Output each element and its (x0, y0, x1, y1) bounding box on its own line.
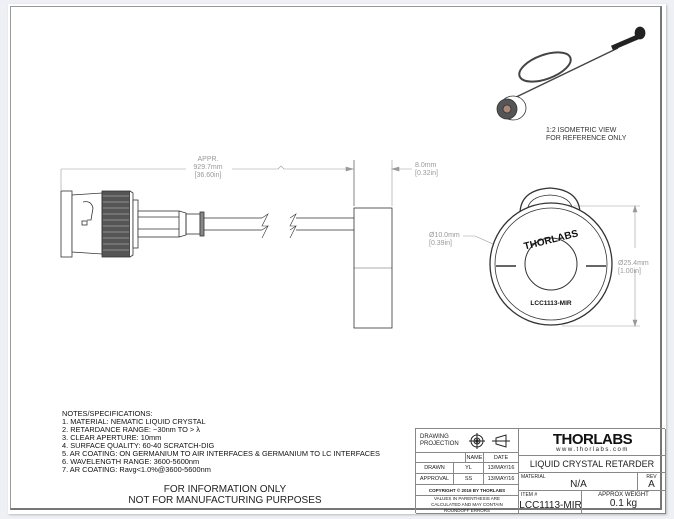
material-cell: MATERIAL N/A (519, 473, 638, 491)
note-item: 1. MATERIAL: NEMATIC LIQUID CRYSTAL (62, 417, 206, 426)
projection-label: DRAWING PROJECTION (420, 434, 459, 447)
aperture-in: [0.39in] (429, 240, 452, 247)
blank-header (416, 453, 466, 463)
name-header: NAME (466, 453, 484, 463)
material-value: N/A (570, 479, 587, 490)
approval-date: 13/MAY/16 (484, 474, 519, 485)
approval-label: APPROVAL (416, 474, 454, 485)
thickness-mm: 8.0mm (415, 162, 437, 169)
isometric-label: 1:2 ISOMETRIC VIEW FOR REFERENCE ONLY (546, 127, 626, 143)
isometric-line2: FOR REFERENCE ONLY (546, 135, 627, 142)
disclaimer-line2: NOT FOR MANUFACTURING PURPOSES (128, 495, 322, 506)
third-angle-projection-icon (469, 433, 510, 449)
drawn-name: YL (454, 463, 484, 474)
length-in: [36.60in] (194, 172, 222, 179)
diameter-dimension: Ø25.4mm [1.00in] (618, 260, 649, 276)
weight-cell: APPROX WEIGHT 0.1 kg (582, 491, 666, 514)
thickness-dimension: 8.0mm [0.32in] (415, 162, 438, 178)
drawing-title: LIQUID CRYSTAL RETARDER (519, 456, 666, 473)
title-block: DRAWING PROJECTION NAME DATE DRAWN YL 13… (415, 428, 666, 514)
disclaimer: FOR INFORMATION ONLY NOT FOR MANUFACTURI… (100, 484, 350, 506)
weight-value: 0.1 kg (609, 498, 638, 509)
note-item: 3. CLEAR APERTURE: 10mm (62, 433, 162, 442)
website: www.thorlabs.com (556, 447, 629, 453)
bnc-connector-side-view (60, 190, 393, 329)
note-item: 7. AR COATING: Ravg<1.0%@3600-5600nm (62, 465, 211, 474)
drawn-date: 13/MAY/16 (484, 463, 519, 474)
note-item: 2. RETARDANCE RANGE: ~30nm TO > λ (62, 425, 200, 434)
approval-name: SS (454, 474, 484, 485)
projection-cell: DRAWING PROJECTION (416, 429, 519, 453)
values-note: VALUES IN PARENTHESIS ARE CALCULATED AND… (416, 496, 519, 514)
note-item: 4. SURFACE QUALITY: 60-40 SCRATCH-DIG (62, 441, 215, 450)
date-header: DATE (484, 453, 519, 463)
rev-value: A (648, 479, 655, 490)
length-label: APPR. (197, 156, 219, 163)
notes-specifications: NOTES/SPECIFICATIONS: 1. MATERIAL: NEMAT… (62, 410, 380, 474)
diameter-mm: Ø25.4mm (618, 260, 649, 267)
weight-label: APPROX WEIGHT (598, 492, 649, 498)
notes-title: NOTES/SPECIFICATIONS: (62, 409, 153, 418)
diameter-in: [1.00in] (618, 268, 641, 275)
isometric-line1: 1:2 ISOMETRIC VIEW (546, 127, 617, 134)
length-dimension: APPR. 929.7mm [36.60in] (183, 156, 233, 180)
note-item: 5. AR COATING: ON GERMANIUM TO AIR INTER… (62, 449, 380, 458)
front-view-part-number: LCC1113-MIR (530, 300, 571, 307)
material-label: MATERIAL (521, 474, 546, 480)
item-label: ITEM # (521, 492, 538, 498)
isometric-view (496, 26, 646, 121)
item-cell: ITEM # LCC1113-MIR (519, 491, 582, 514)
aperture-dimension: Ø10.0mm [0.39in] (429, 232, 460, 248)
thickness-in: [0.32in] (415, 170, 438, 177)
rev-label: REV (646, 474, 657, 480)
rev-cell: REV A (638, 473, 666, 491)
drawing-frame (10, 6, 662, 510)
drawn-label: DRAWN (416, 463, 454, 474)
disclaimer-line1: FOR INFORMATION ONLY (163, 484, 287, 495)
aperture-mm: Ø10.0mm (429, 232, 460, 239)
length-mm: 929.7mm (193, 164, 223, 171)
note-item: 6. WAVELENGTH RANGE: 3600-5600nm (62, 457, 200, 466)
thorlabs-logo: THORLABS (552, 431, 633, 448)
logo-cell: THORLABS www.thorlabs.com (519, 429, 666, 456)
item-value: LCC1113-MIR (519, 500, 582, 511)
copyright: COPYRIGHT © 2016 BY THORLABS (416, 485, 519, 496)
retarder-front-view (489, 187, 613, 326)
